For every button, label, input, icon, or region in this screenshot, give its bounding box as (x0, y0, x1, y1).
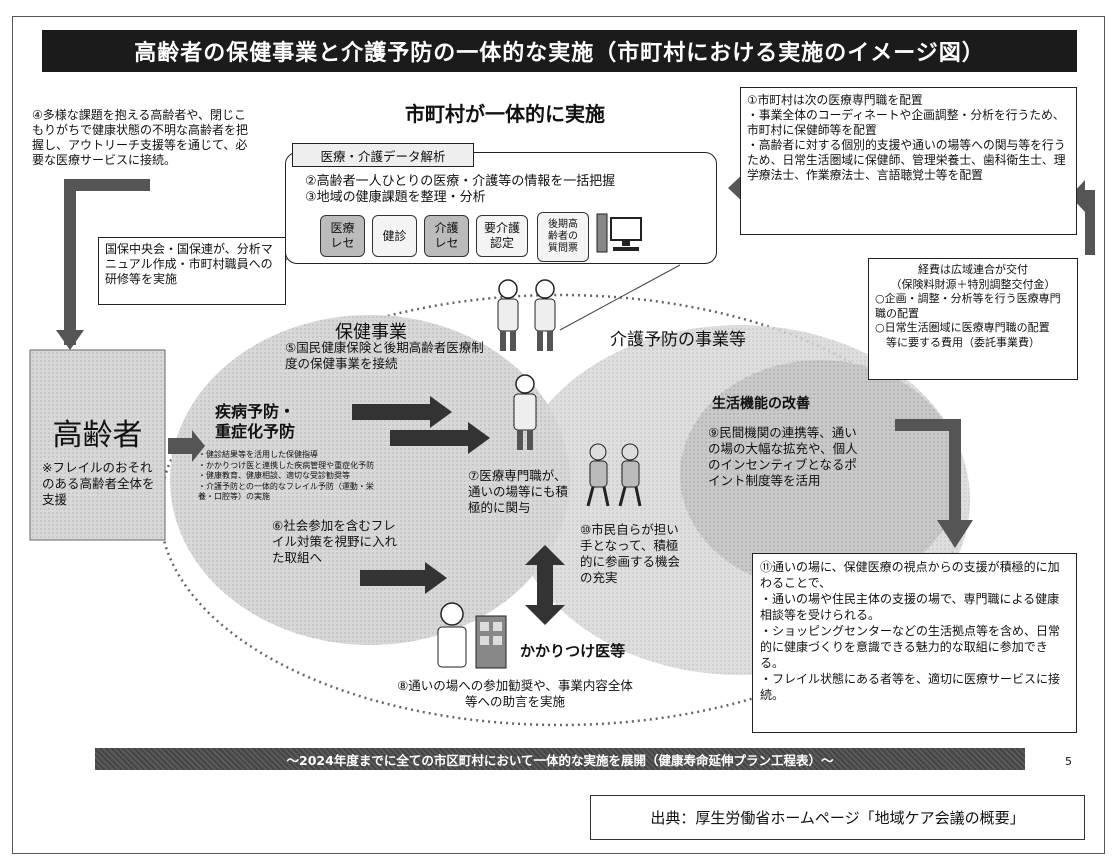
frailty-arrow (360, 562, 447, 594)
page-frame (12, 16, 1105, 854)
data-analysis-tab: 医療・介護データ解析 (292, 143, 474, 167)
health-professional-icon (513, 374, 537, 450)
prevention-arrow-2 (390, 422, 490, 454)
prevention-detail: ・健診結果等を活用した保健指導 ・かかりつけ医と連携した疾病管理や重症化予防 ・… (198, 450, 375, 501)
page-number: 5 (1065, 755, 1072, 768)
doctor-advice-note: ⑧通いの場への参加勧奨や、事業内容全体等への助言を実施 (397, 678, 633, 709)
citizen-participation-note: ⑩市民自らが担い手となって、積極的に参画する機会の充実 (580, 522, 681, 585)
funding-line-1: 経費は広域連合が交付 (918, 263, 1028, 276)
prevention-arrow-1 (352, 396, 452, 428)
elderly-note: ※フレイルのおそれのある高齢者全体を支援 (42, 460, 155, 507)
health-heading: 保健事業 (335, 322, 407, 343)
staff-placement-heading: ①市町村は次の医療専門職を配置 (747, 93, 923, 107)
funding-note: 経費は広域連合が交付 （保険料財源＋特別調整交付金） ○企画・調整・分析等を行う… (868, 258, 1078, 380)
data-analysis-line3: ③地域の健康課題を整理・分析 (305, 190, 486, 205)
care-heading: 介護予防の事業等 (610, 330, 746, 350)
community-place-bullet-2: ・ショッピングセンターなどの生活拠点等を含め、日常的に健康づくりを意識できる魅力… (760, 624, 1061, 670)
center-heading: 市町村が一体的に実施 (405, 102, 605, 126)
health-connect-note: ⑤国民健康保険と後期高齢者医療制度の保健事業を接続 (285, 340, 484, 371)
outreach-arrow (64, 179, 150, 345)
community-place-bullet-1: ・通いの場や住民主体の支援の場で、専門職による健康相談等を受けられる。 (760, 592, 1060, 622)
elderly-to-health-arrow (168, 430, 205, 462)
staff-pair-icon (497, 279, 556, 351)
staff-placement-bullet-2: ・高齢者に対する個別的支援や通いの場等への関与等を行うため、日常生活圏域に保健師… (747, 138, 1066, 182)
frailty-note: ⑥社会参加を含むフレイル対策を視野に入れた取組へ (272, 518, 398, 565)
elderly-label: 高齢者 (52, 418, 143, 453)
funding-line-4: ○日常生活圏域に医療専門職の配置 (875, 321, 1050, 334)
incentive-note: ⑨民間機関の連携等、通いの場の大幅な拡充や、個人のインセンティブとなるポイント制… (708, 425, 858, 488)
health-circle (170, 315, 570, 645)
data-item-care-receipt: 介護 レセ (424, 215, 469, 257)
community-place-note: ⑪通いの場に、保健医療の視点からの支援が積極的に加わることで、 ・通いの場や住民… (752, 553, 1077, 733)
community-place-bullet-3: ・フレイル状態にある者等を、適切に医療サービスに接続。 (760, 672, 1061, 702)
doctor-icon (437, 602, 507, 669)
staff-placement-note: ①市町村は次の医療専門職を配置 ・事業全体のコーディネートや企画調整・分析を行う… (740, 87, 1077, 235)
data-analysis-line2: ②高齢者一人ひとりの医療・介護等の情報を一括把握 (305, 174, 616, 189)
life-circle (680, 360, 960, 590)
doctor-link-arrow (525, 545, 565, 625)
elderly-box (29, 349, 166, 541)
timeline-banner: ～2024年度までに全ての市区町村において一体的な実施を展開（健康寿命延伸プラン… (95, 748, 1025, 770)
computer-icon (596, 213, 642, 253)
prevention-title: 疾病予防・ 重症化予防 (215, 402, 296, 441)
kokuho-note: 国保中央会・国保連が、分析マニュアル作成・市町村職員への研修等を実施 (98, 237, 286, 305)
funding-line-3: ○企画・調整・分析等を行う医療専門職の配置 (875, 292, 1061, 320)
data-item-care-certification: 要介護 認定 (476, 215, 528, 257)
doctor-label: かかりつけ医等 (520, 642, 626, 660)
care-to-note11-arrow (937, 520, 973, 548)
outreach-note: ④多様な課題を抱える高齢者や、閉じこもりがちで健康状態の不明な高齢者を把握し、ア… (32, 108, 249, 167)
professional-involvement-note: ⑦医療専門職が、通いの場等にも積極的に関与 (468, 468, 569, 515)
elderly-walkers-icon (586, 443, 642, 507)
data-item-questionnaire: 後期高 齢者の 質問票 (537, 212, 589, 262)
staff-placement-bullet-1: ・事業全体のコーディネートや企画調整・分析を行うため、市町村に保健師等を配置 (747, 108, 1065, 137)
page-title: 高齢者の保健事業と介護予防の一体的な実施（市町村における実施のイメージ図） (42, 30, 1077, 72)
data-item-checkup: 健診 (372, 215, 417, 257)
community-place-heading: ⑪通いの場に、保健医療の視点からの支援が積極的に加わることで、 (760, 560, 1060, 590)
source-citation: 出典：厚生労働省ホームページ「地域ケア会議の概要」 (590, 795, 1085, 840)
data-item-medical-receipt: 医療 レセ (320, 215, 365, 257)
funding-line-2: （保険料財源＋特別調整交付金） (890, 277, 1056, 291)
life-function-heading: 生活機能の改善 (712, 396, 810, 412)
funding-line-5: 等に要する費用（委託事業費） (875, 335, 1040, 349)
